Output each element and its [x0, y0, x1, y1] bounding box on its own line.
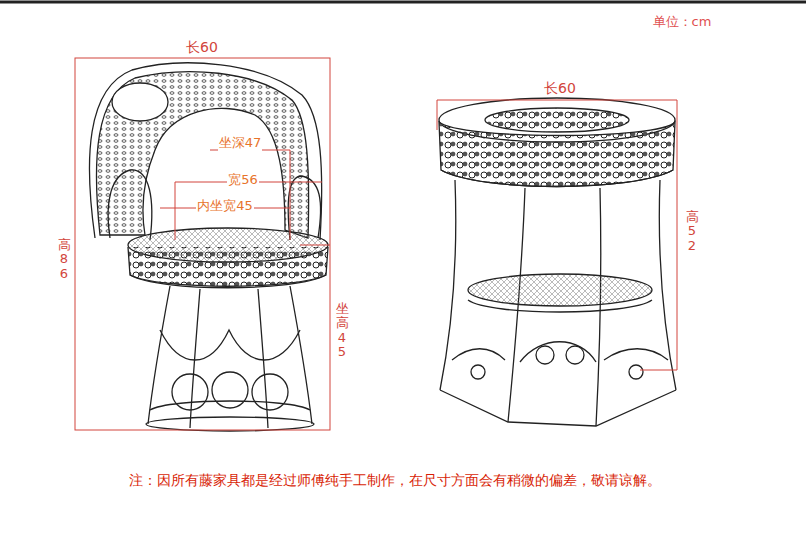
- table: [439, 98, 676, 426]
- chair: [89, 63, 328, 431]
- dimension-label: 长60: [543, 80, 577, 97]
- dimension-label: 坐深47: [218, 135, 263, 151]
- dimension-label: 内坐宽45: [196, 198, 254, 214]
- note: 注：因所有藤家具都是经过师傅纯手工制作，在尺寸方面会有稍微的偏差，敬请谅解。: [128, 472, 662, 489]
- dimension-label: 高52: [685, 210, 700, 253]
- dimension-label: 高86: [57, 238, 72, 281]
- unit-label: 单位：cm: [652, 14, 713, 30]
- dimension-label: 坐高45: [335, 302, 350, 359]
- dimension-label: 长60: [185, 39, 219, 56]
- dimension-label: 宽56: [227, 172, 259, 188]
- top-rule: [0, 1, 806, 4]
- dimension-lines: [75, 58, 677, 430]
